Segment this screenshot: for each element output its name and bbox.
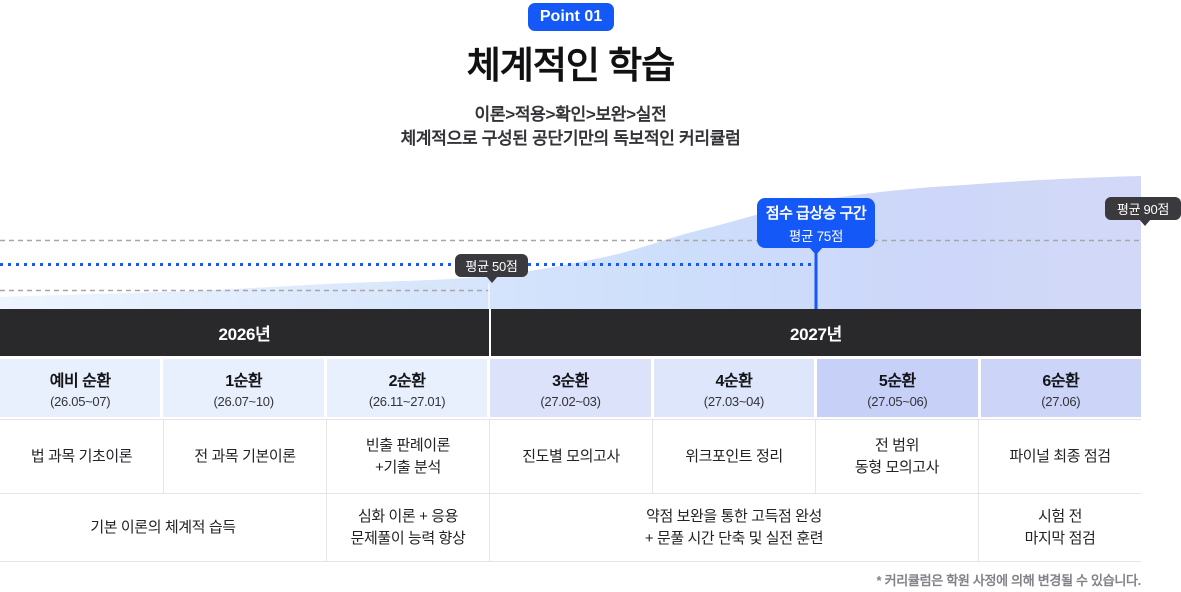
avg-90-label: 평균 90점 — [1116, 202, 1170, 217]
course-cell: 법 과목 기초이론 — [30, 447, 133, 465]
course-cell: 파이널 최종 점검 — [978, 420, 1141, 493]
cycle-date: (26.11~27.01) — [368, 394, 446, 409]
cycle-date: (26.07~10) — [213, 394, 275, 409]
goal-cell: 기본 이론의 체계적 습득 — [90, 518, 236, 536]
surge-tooltip: 점수 급상승 구간 평균 75점 — [757, 198, 875, 255]
cycle-name: 1순환 — [225, 373, 263, 390]
cycle-date: (27.06) — [1041, 394, 1081, 409]
tooltip-arrow-icon — [485, 276, 498, 283]
cycle-name: 예비 순환 — [49, 373, 111, 390]
cycle-name: 5순환 — [878, 373, 916, 390]
year-header-row: 2026년 2027년 — [0, 309, 1141, 356]
page-title: 체계적인 학습 — [466, 45, 676, 86]
subtitle-flow: 이론>적용>확인>보완>실전 — [474, 105, 667, 124]
cycle-name: 3순환 — [552, 373, 589, 390]
point-badge-label: Point 01 — [539, 8, 603, 25]
tooltip-arrow-icon — [1139, 219, 1151, 226]
cycle-name: 2순환 — [388, 373, 426, 390]
cycle-date: (26.05~07) — [50, 394, 111, 409]
cycle-name: 6순환 — [1042, 373, 1080, 390]
surge-title: 점수 급상승 구간 — [765, 204, 867, 222]
course-row: 법 과목 기초이론 전 과목 기본이론 빈출 판례이론 +기출 분석 진도별 모… — [0, 419, 1141, 493]
year-2027-cell: 2027년 — [489, 309, 1141, 356]
course-cell: 진도별 모의고사 — [489, 420, 652, 493]
tooltip-arrow-icon — [809, 247, 823, 255]
cycle-cell-3: 3순환 (27.02~03) — [490, 359, 651, 417]
course-cell: 전 과목 기본이론 — [163, 420, 326, 493]
goal-row: 기본 이론의 체계적 습득 심화 이론 + 응용 문제풀이 능력 향상 약점 보… — [0, 493, 1141, 562]
course-cell: 빈출 판례이론 +기출 분석 — [326, 420, 489, 493]
cycle-cell-6: 6순환 (27.06) — [980, 359, 1141, 417]
avg-50-tooltip: 평균 50점 — [455, 254, 528, 283]
avg-50-label: 평균 50점 — [465, 259, 518, 274]
goal-cell: 심화 이론 + 응용 문제풀이 능력 향상 — [326, 494, 489, 561]
course-cell: 위크포인트 정리 — [652, 420, 815, 493]
goal-cell: 시험 전 마지막 점검 — [978, 494, 1141, 561]
cycle-cell-2: 2순환 (26.11~27.01) — [326, 359, 488, 417]
cycle-name: 4순환 — [715, 373, 753, 390]
surge-avg-label: 평균 75점 — [788, 228, 844, 244]
year-2026-cell: 2026년 — [0, 309, 489, 356]
cycle-cell-pre: 예비 순환 (26.05~07) — [0, 359, 161, 417]
avg-90-tooltip: 평균 90점 — [1105, 197, 1181, 226]
score-growth-chart — [0, 176, 1141, 310]
course-cell: 전 범위 동형 모의고사 — [815, 420, 978, 493]
cycle-header-row: 예비 순환 (26.05~07) 1순환 (26.07~10) 2순환 (26.… — [0, 359, 1141, 417]
cycle-cell-5: 5순환 (27.05~06) — [817, 359, 978, 417]
cycle-date: (27.03~04) — [703, 394, 765, 409]
cycle-cell-1: 1순환 (26.07~10) — [163, 359, 324, 417]
cycle-date: (27.05~06) — [867, 394, 928, 409]
footnote: * 커리큘럼은 학원 사정에 의해 변경될 수 있습니다. — [876, 573, 1142, 588]
subtitle-description: 체계적으로 구성된 공단기만의 독보적인 커리큘럼 — [400, 129, 741, 148]
cycle-date: (27.02~03) — [540, 394, 601, 409]
cycle-cell-4: 4순환 (27.03~04) — [653, 359, 815, 417]
point-badge: Point 01 — [528, 3, 614, 31]
goal-cell: 약점 보완을 통한 고득점 완성 + 문풀 시간 단축 및 실전 훈련 — [489, 494, 978, 561]
